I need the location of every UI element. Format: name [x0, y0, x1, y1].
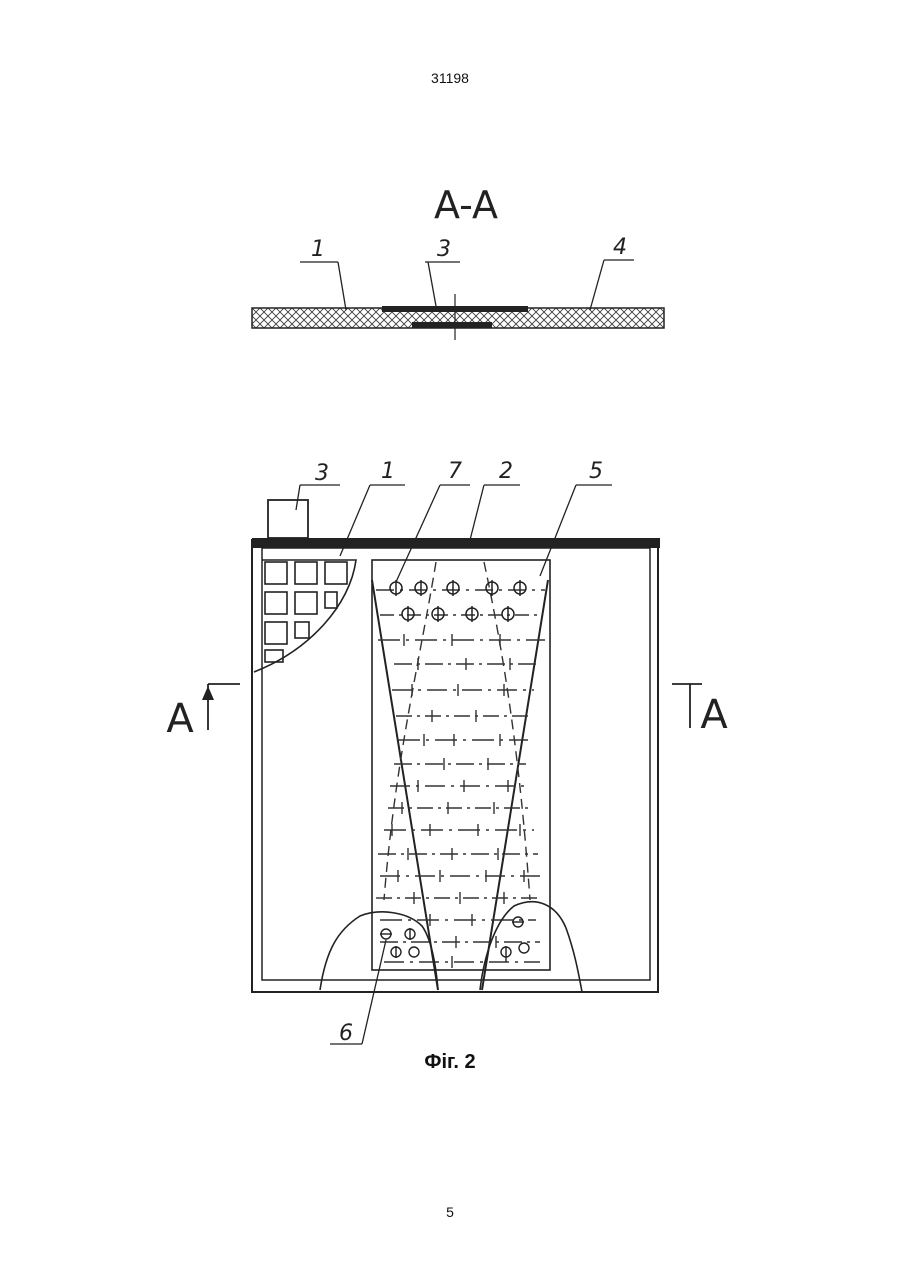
section-marker-left: A [166, 684, 240, 742]
svg-text:6: 6 [339, 1021, 353, 1046]
svg-text:1: 1 [311, 237, 325, 262]
section-view-a-a: A-A 1 3 4 [252, 183, 664, 340]
svg-text:1: 1 [381, 459, 395, 484]
top-bar [252, 538, 660, 548]
main-view: 3 1 7 2 5 6 A [166, 459, 728, 1046]
page-number: 5 [0, 1204, 900, 1220]
circles-bottom [380, 917, 529, 962]
dash-pattern [376, 590, 545, 962]
svg-text:A: A [700, 692, 728, 738]
svg-text:7: 7 [448, 459, 462, 484]
callout-3-main: 3 [296, 461, 340, 510]
callout-5-main: 5 [540, 459, 612, 576]
callout-2-main: 2 [470, 459, 520, 540]
bottom-lobes [320, 902, 582, 992]
central-panel [372, 560, 550, 970]
svg-text:4: 4 [613, 235, 627, 260]
grid-cutout [254, 560, 356, 672]
hourglass-lines [372, 580, 548, 990]
svg-text:5: 5 [589, 459, 603, 484]
section-marker-right: A [672, 684, 728, 738]
section-label: A-A [434, 183, 498, 227]
svg-text:3: 3 [315, 461, 329, 486]
svg-text:2: 2 [499, 459, 513, 484]
element-3-box [268, 500, 308, 538]
callout-7-main: 7 [396, 459, 470, 582]
svg-text:3: 3 [437, 237, 451, 262]
outer-frame [252, 540, 658, 992]
insert-bottom [412, 322, 492, 328]
svg-text:A: A [166, 696, 194, 742]
callout-1-section: 1 [300, 237, 346, 310]
figure-caption: Фіг. 2 [0, 1051, 900, 1074]
callout-4-section: 4 [590, 235, 634, 310]
